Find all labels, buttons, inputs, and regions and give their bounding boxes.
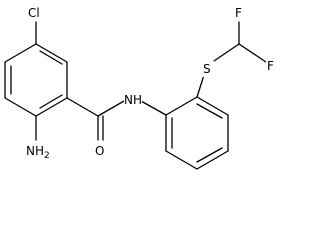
bond-s-c xyxy=(213,43,240,62)
atom-chlorine: Cl xyxy=(28,6,40,20)
atom-carbonyl-oxygen: O xyxy=(95,144,104,158)
atom-amine-symbol: NH xyxy=(26,144,44,158)
bond-ring1-double-1 xyxy=(39,50,63,65)
bond-c-f2 xyxy=(238,43,267,63)
bond-ring2-b xyxy=(196,96,229,116)
bond-n-ring2 xyxy=(140,100,167,116)
bond-ring2-s xyxy=(196,74,205,98)
atom-amide-nh: NH xyxy=(124,93,142,107)
bond-ring2-e xyxy=(165,150,198,170)
bond-ring2-double-1 xyxy=(196,103,223,119)
bonds xyxy=(4,21,267,170)
bond-ring1-c xyxy=(35,97,68,117)
atom-sulfur: S xyxy=(203,62,211,76)
atom-fluorine-2: F xyxy=(267,59,274,73)
bond-ring2-d xyxy=(196,150,229,170)
atom-amine: NH2 xyxy=(26,144,50,161)
structure-diagram: Cl NH2 NH O S F F xyxy=(4,4,278,170)
bond-ring1-double-2 xyxy=(39,94,63,109)
bond-ring1-carbonyl xyxy=(66,97,99,117)
bond-ring2-a xyxy=(165,96,198,116)
bond-ring2-double-2 xyxy=(196,147,223,163)
atom-amine-subscript: 2 xyxy=(44,151,50,161)
atom-fluorine-1: F xyxy=(235,6,242,20)
bond-ring1-a xyxy=(35,43,68,63)
bond-ring1-d xyxy=(4,97,37,117)
atom-labels: Cl NH2 NH O S F F xyxy=(24,4,278,161)
bond-c-n xyxy=(97,100,125,117)
bond-ring1-f xyxy=(4,43,37,63)
